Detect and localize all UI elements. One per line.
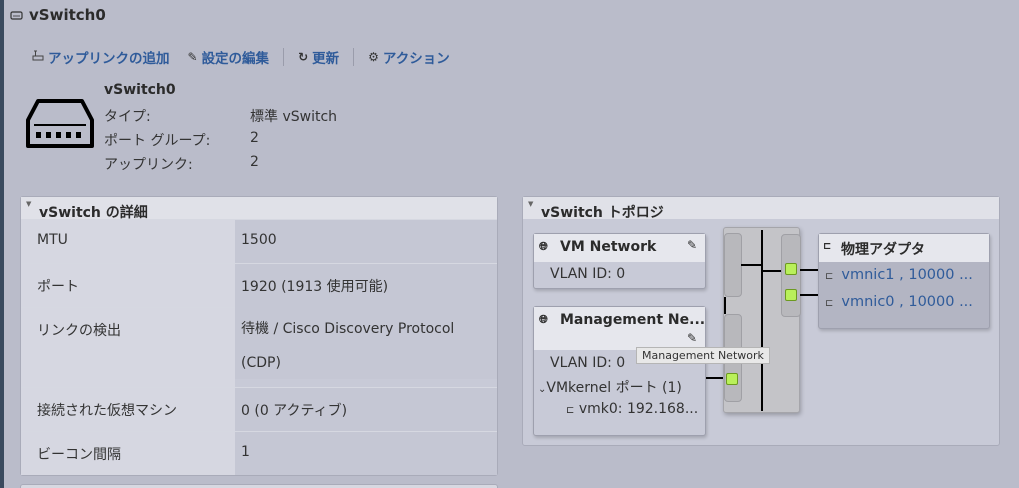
- details-row: リンクの検出 待機 / Cisco Discovery Protocol (CD…: [21, 300, 497, 387]
- details-key: ポート: [21, 264, 235, 307]
- next-panel-edge: [20, 484, 498, 488]
- vmkernel-label: VMkernel ポート (1): [546, 380, 682, 396]
- details-value: 待機 / Cisco Discovery Protocol (CDP): [235, 300, 497, 379]
- port-group-vm-network[interactable]: 🌐︎ VM Network ✎ VLAN ID: 0: [533, 233, 706, 289]
- summary-label: ポート グループ:: [104, 133, 211, 149]
- physical-adapters-title: 物理アダプタ: [841, 242, 925, 258]
- connector-line: [706, 377, 724, 379]
- pencil-icon: ✎: [187, 50, 198, 64]
- summary-value: 2: [250, 154, 259, 170]
- edit-settings-label: 設定の編集: [201, 51, 270, 67]
- refresh-label: 更新: [312, 51, 340, 67]
- chevron-down-icon: ⌄: [538, 384, 547, 395]
- port-group-header: 🌐︎ VM Network ✎: [534, 234, 705, 262]
- refresh-icon: ↻: [298, 50, 309, 64]
- details-value: 1920 (1913 使用可能): [235, 264, 497, 307]
- refresh-button[interactable]: ↻ 更新: [298, 47, 339, 67]
- left-edge-bar: [0, 0, 4, 488]
- details-value-line2: (CDP): [241, 355, 281, 371]
- details-panel-header[interactable]: ▼ vSwitch の詳細: [21, 197, 497, 221]
- add-uplink-button[interactable]: アップリンクの追加: [32, 47, 170, 67]
- summary-row-uplinks: アップリンク: 2: [104, 154, 259, 174]
- vswitch-details-panel: ▼ vSwitch の詳細 MTU 1500 ポート 1920 (1913 使用…: [20, 196, 498, 476]
- port-green-icon: [785, 263, 797, 275]
- connector-line: [800, 269, 818, 271]
- nic-label: vmnic0 , 10000 ...: [841, 294, 973, 310]
- details-row: MTU 1500: [21, 219, 497, 263]
- nic-icon: ⊏: [566, 405, 575, 416]
- details-key: リンクの検出: [21, 308, 235, 387]
- details-key: ビーコン間隔: [21, 432, 235, 475]
- toolbar: アップリンクの追加 ✎ 設定の編集 ↻ 更新 ⚙ アクション: [32, 47, 468, 67]
- summary-label: タイプ:: [104, 109, 151, 125]
- edit-pencil-icon[interactable]: ✎: [686, 331, 697, 345]
- nic-vmnic0[interactable]: ⊏ vmnic0 , 10000 ...: [825, 294, 973, 310]
- toolbar-separator: [353, 48, 355, 66]
- port-group-slot: [724, 233, 742, 297]
- add-uplink-label: アップリンクの追加: [48, 51, 170, 67]
- globe-icon: 🌐︎: [539, 313, 548, 326]
- title-bar: vSwitch0: [10, 5, 106, 24]
- switch-small-icon: [10, 5, 23, 24]
- details-row: ポート 1920 (1913 使用可能): [21, 263, 497, 307]
- summary-value: 標準 vSwitch: [250, 109, 338, 125]
- edit-settings-button[interactable]: ✎ 設定の編集: [188, 47, 270, 67]
- nic-icon: ⊏: [825, 298, 834, 309]
- vswitch-icon: [24, 98, 96, 154]
- connector-line: [761, 270, 782, 272]
- toolbar-separator: [283, 48, 285, 66]
- port-group-header: 🌐︎ Management Ne... ✎: [534, 307, 705, 350]
- topology-panel-header[interactable]: ▼ vSwitch トポロジ: [523, 197, 999, 221]
- summary-row-port-groups: ポート グループ: 2: [104, 130, 259, 150]
- tooltip: Management Network: [636, 347, 770, 364]
- summary-label: アップリンク:: [104, 157, 193, 173]
- vlan-id: VLAN ID: 0: [550, 355, 626, 371]
- port-group-management-network[interactable]: 🌐︎ Management Ne... ✎ VLAN ID: 0 ⌄VMkern…: [533, 306, 706, 436]
- uplink-icon: [32, 50, 44, 65]
- gear-icon: ⚙: [368, 50, 379, 64]
- vswitch-name: vSwitch0: [104, 82, 176, 98]
- edit-pencil-icon[interactable]: ✎: [686, 238, 697, 252]
- details-row: 接続された仮想マシン 0 (0 アクティブ): [21, 387, 497, 431]
- summary-value: 2: [250, 130, 259, 146]
- nic-icon: ⊏: [823, 241, 832, 252]
- details-row: ビーコン間隔 1: [21, 431, 497, 475]
- collapse-triangle-icon[interactable]: ▼: [528, 200, 534, 208]
- details-value: 1: [235, 432, 497, 475]
- vlan-id: VLAN ID: 0: [550, 266, 626, 282]
- nic-vmnic1[interactable]: ⊏ vmnic1 , 10000 ...: [825, 267, 973, 283]
- vswitch-backbone-line: [761, 230, 763, 411]
- connector-line: [800, 294, 818, 296]
- details-title: vSwitch の詳細: [39, 205, 148, 221]
- actions-button[interactable]: ⚙ アクション: [368, 47, 450, 67]
- globe-icon: 🌐︎: [539, 240, 548, 253]
- connector-line: [724, 297, 726, 314]
- details-value-line1: 待機 / Cisco Discovery Protocol: [241, 321, 455, 337]
- physical-adapters-header: ⊏ 物理アダプタ: [819, 234, 989, 262]
- vmk-item[interactable]: ⊏ vmk0: 192.168...: [566, 401, 698, 417]
- vmkernel-ports-toggle[interactable]: ⌄VMkernel ポート (1): [538, 377, 682, 397]
- details-value: 1500: [235, 220, 497, 263]
- details-key: MTU: [21, 220, 235, 263]
- uplink-slot: [781, 234, 801, 317]
- connector-line: [741, 264, 762, 266]
- port-group-name: VM Network: [560, 239, 657, 255]
- actions-label: アクション: [382, 51, 450, 67]
- topology-title: vSwitch トポロジ: [541, 205, 664, 221]
- nic-label: vmnic1 , 10000 ...: [841, 267, 973, 283]
- physical-adapters-box: ⊏ 物理アダプタ ⊏ vmnic1 , 10000 ... ⊏ vmnic0 , 1…: [818, 233, 990, 329]
- nic-icon: ⊏: [825, 271, 834, 282]
- details-value: 0 (0 アクティブ): [235, 388, 497, 431]
- port-green-icon: [785, 289, 797, 301]
- collapse-triangle-icon[interactable]: ▼: [26, 200, 32, 208]
- vswitch-diagram: [723, 227, 801, 413]
- port-green-icon: [726, 373, 738, 385]
- vmk-label: vmk0: 192.168...: [578, 401, 699, 417]
- page-title: vSwitch0: [29, 5, 106, 24]
- port-group-name: Management Ne...: [560, 312, 705, 328]
- summary-row-type: タイプ: 標準 vSwitch: [104, 106, 337, 126]
- details-key: 接続された仮想マシン: [21, 388, 235, 431]
